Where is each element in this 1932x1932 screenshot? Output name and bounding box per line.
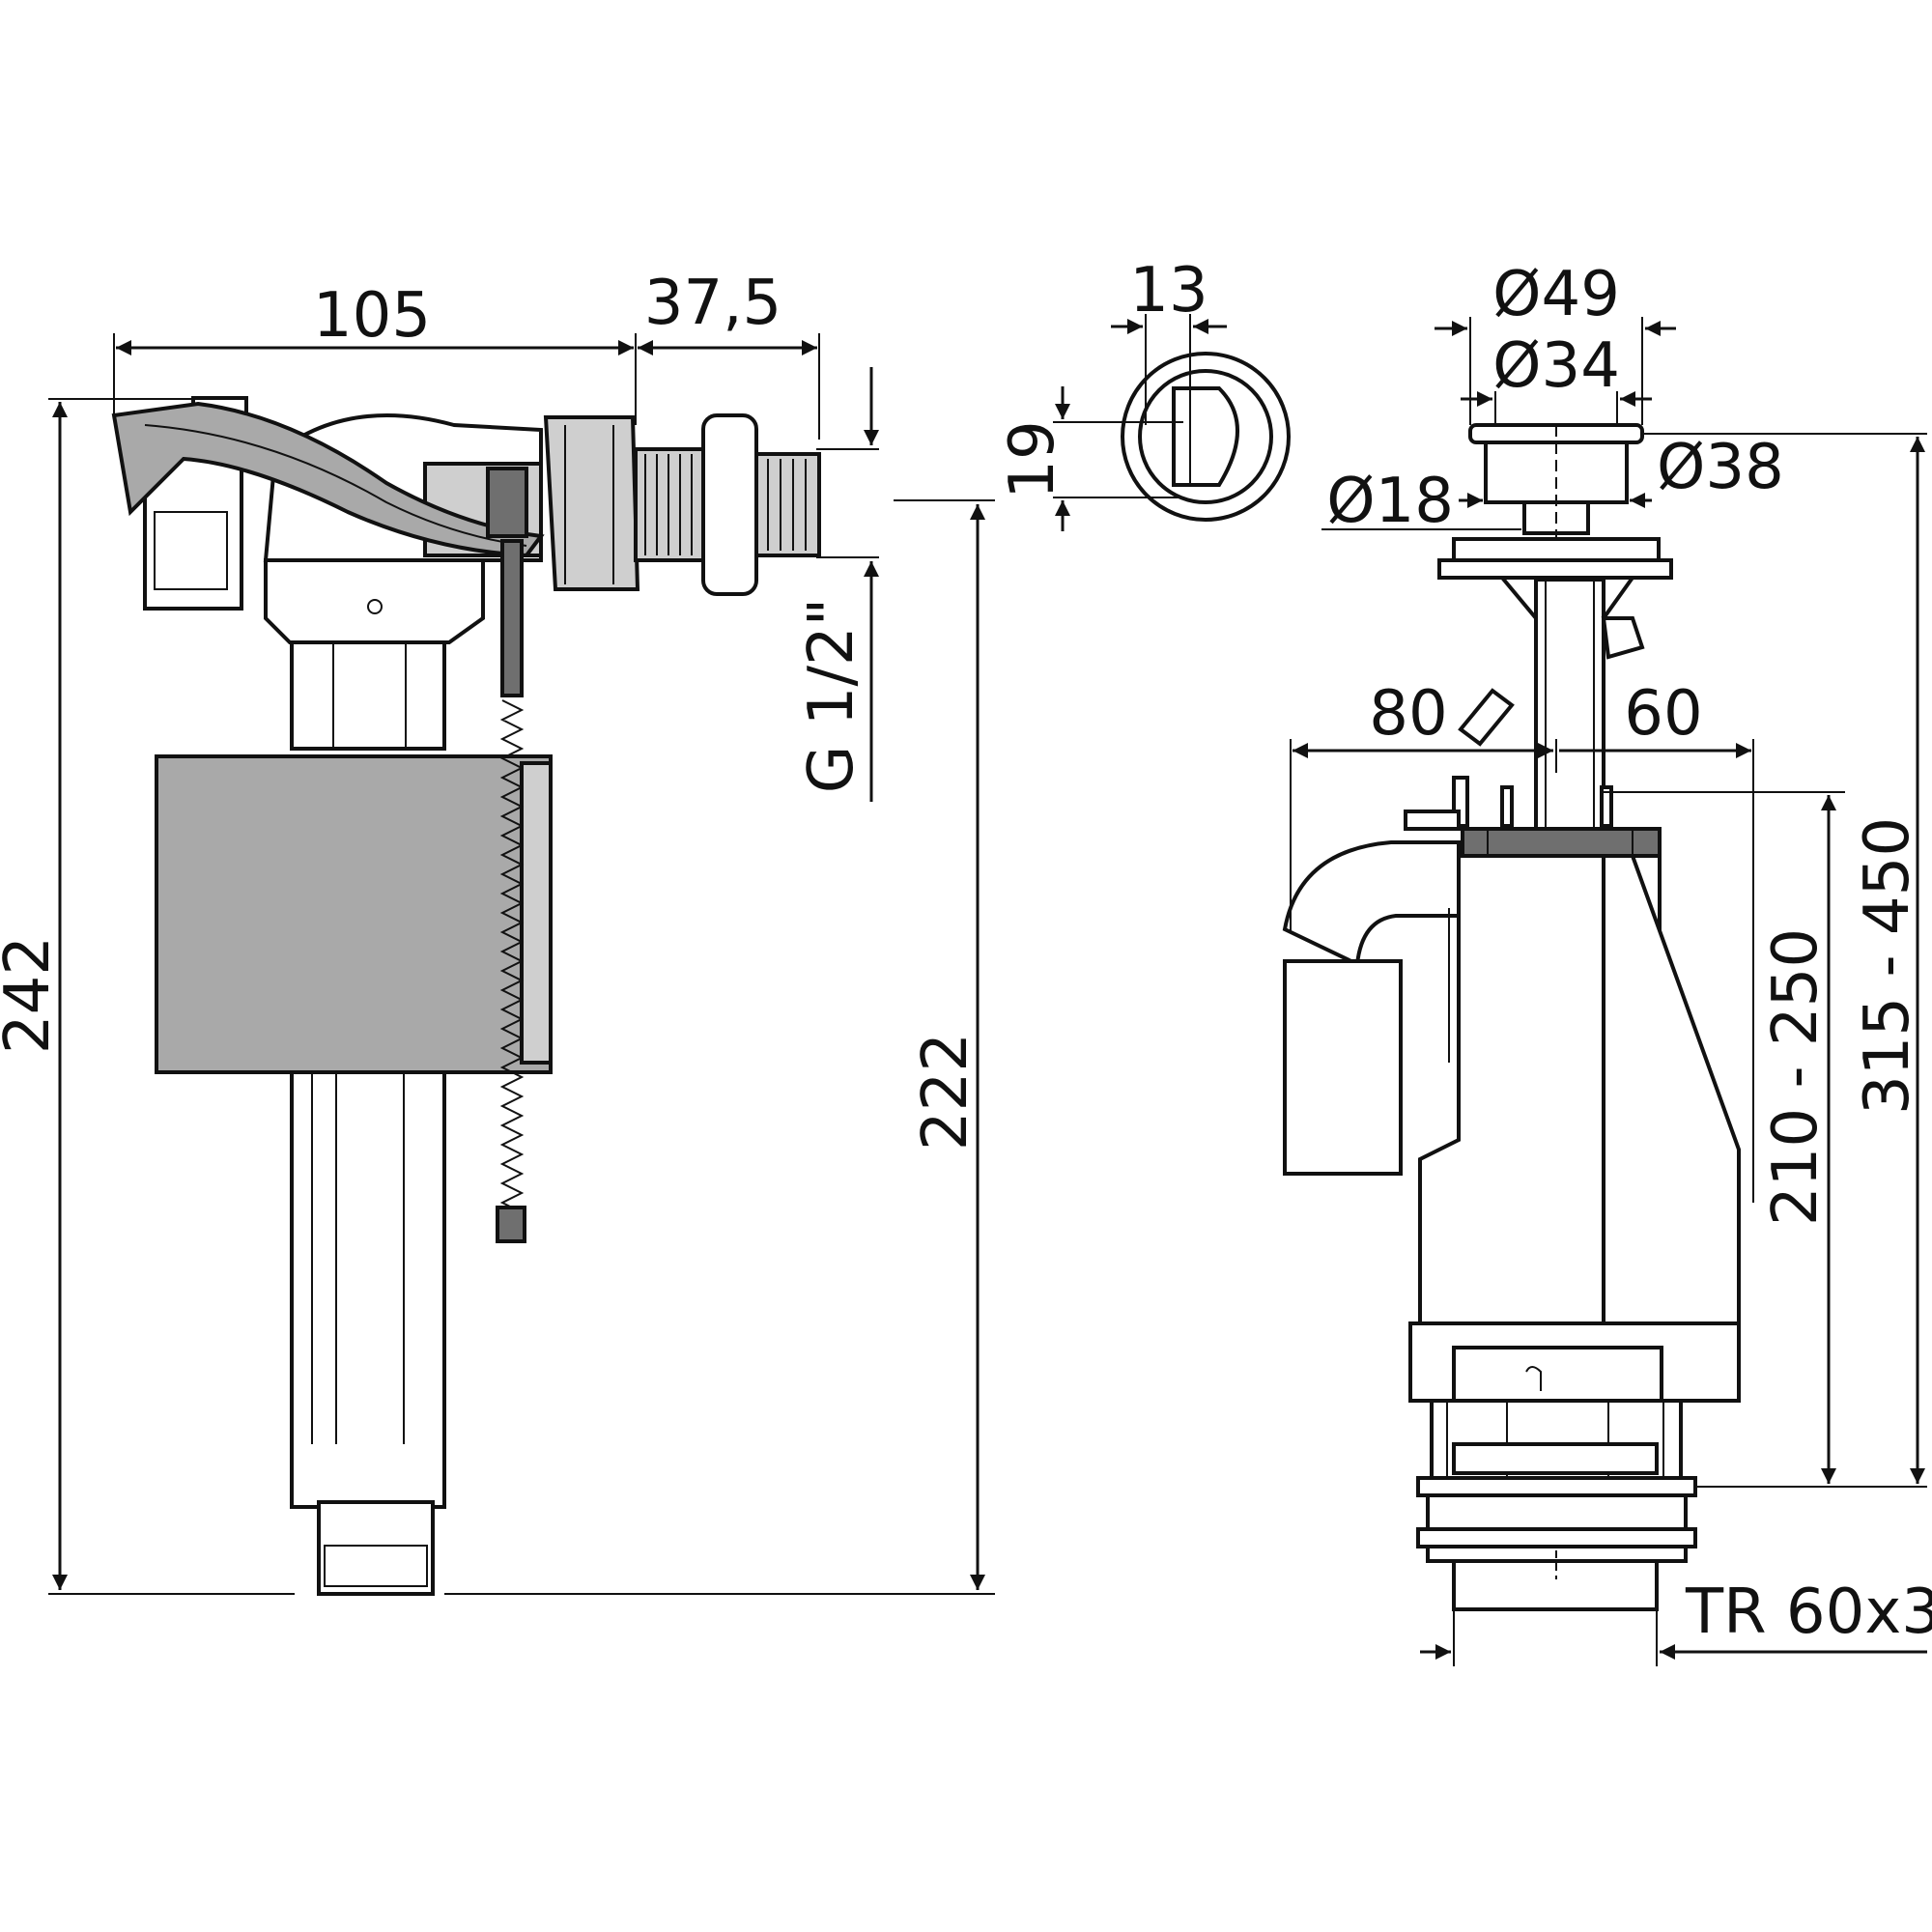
fill-valve-head xyxy=(264,558,485,644)
dim-315-450: 315 - 450 xyxy=(1852,817,1923,1115)
dim-diameter-38: Ø38 xyxy=(1657,432,1784,503)
dim-105: 105 xyxy=(313,280,431,352)
dim-19: 19 xyxy=(997,420,1068,498)
adjust-clip xyxy=(486,467,528,538)
dim-242: 242 xyxy=(0,936,64,1054)
fill-valve xyxy=(111,396,821,1596)
fill-valve-tube xyxy=(290,1065,446,1509)
dim-diameter-34: Ø34 xyxy=(1492,330,1620,402)
float-lever-arm xyxy=(111,401,545,558)
overflow-float-box xyxy=(1283,959,1403,1176)
fill-valve-foot xyxy=(317,1500,435,1596)
flush-valve-dimensions: Ø49 Ø34 Ø38 Ø18 80 60 210 - 250 315 - 45… xyxy=(1290,259,1932,1666)
push-button-front-view: 13 19 xyxy=(997,255,1291,531)
dim-37-5: 37,5 xyxy=(644,268,782,339)
dim-210-250: 210 - 250 xyxy=(1760,928,1832,1226)
overflow-elbow xyxy=(1282,840,1461,968)
dim-tr-60x3: TR 60x3 xyxy=(1685,1577,1932,1648)
dim-80: 80 xyxy=(1369,678,1447,750)
fill-valve-stem xyxy=(290,636,446,751)
adjust-spring xyxy=(499,699,525,1242)
adjust-rod xyxy=(500,539,524,697)
inlet-washer xyxy=(701,413,758,596)
dim-diameter-49: Ø49 xyxy=(1492,259,1620,330)
flush-gasket-band xyxy=(1461,827,1662,858)
dim-g-1-2: G 1/2" xyxy=(796,598,867,793)
dim-222: 222 xyxy=(910,1033,981,1151)
dim-13: 13 xyxy=(1129,255,1208,327)
dim-60: 60 xyxy=(1624,678,1702,750)
dim-diameter-18: Ø18 xyxy=(1326,466,1454,537)
overflow-latch xyxy=(1458,688,1515,747)
float xyxy=(155,754,553,1074)
inlet-tail xyxy=(754,452,821,557)
flush-valve-seal xyxy=(1416,1476,1697,1497)
fill-valve-dimensions: 105 37,5 242 222 G 1/2" xyxy=(0,268,995,1595)
flush-valve xyxy=(1282,423,1741,1611)
inlet-nut xyxy=(543,415,640,591)
